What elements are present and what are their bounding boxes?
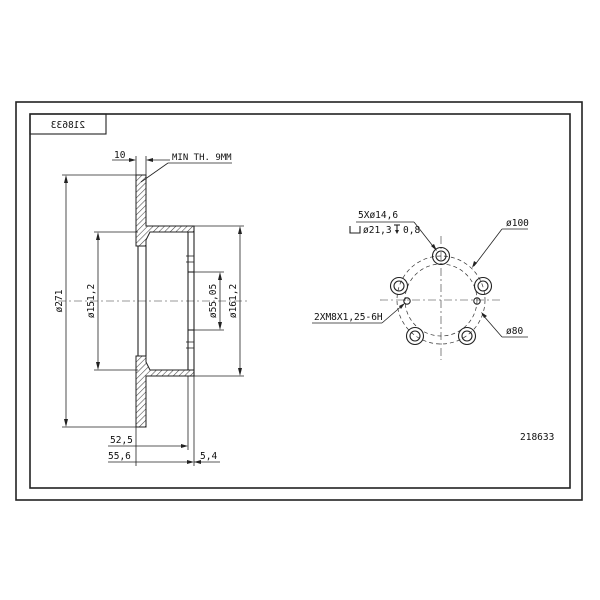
label-counterbore: ø21,3 [363, 225, 392, 236]
arrow-55-top [218, 272, 222, 280]
title-block-box [29, 113, 107, 135]
title-block: 218633 [29, 113, 107, 135]
label-161-2: ø161,2 [228, 284, 239, 318]
dim-100-leader [473, 228, 503, 267]
thread-hole-right [473, 297, 481, 305]
bolt-hole-lower-right [457, 326, 477, 346]
label-min-thickness: MIN TH. 9MM [172, 153, 232, 163]
label-dim-80: ø80 [506, 326, 523, 337]
arrow-dim-100 [472, 261, 477, 268]
arrow-52-5 [181, 444, 188, 448]
arrow-271-top [64, 175, 68, 183]
label-55-6: 55,6 [108, 451, 131, 462]
arrow-thread-spec [399, 303, 405, 309]
label-151-2: ø151,2 [86, 284, 97, 318]
bolt-circle-100 [396, 255, 486, 345]
arrow-151-bottom [96, 362, 100, 370]
arrow-161-bottom [238, 368, 242, 376]
label-10: 10 [114, 150, 126, 161]
label-dim-100: ø100 [506, 218, 529, 229]
min-th-leader [140, 162, 169, 183]
arrow-55-6 [187, 460, 194, 464]
arrow-10-right [146, 158, 153, 162]
label-counterbore-depth: 0,8 [403, 225, 420, 236]
counterbore-symbol [349, 226, 361, 234]
arrow-55-bottom [218, 322, 222, 330]
arrow-holes-spec [431, 244, 437, 251]
front-view: 5Xø14,6 ø21,3 0,8 ø100 2XM8X1,25-6H ø80 [312, 210, 529, 360]
bolt-hole-upper-right [473, 276, 493, 296]
label-52-5: 52,5 [110, 435, 133, 446]
disc-section-lower [135, 355, 195, 428]
inner-frame [29, 113, 571, 489]
bolt-hole-lower-left [405, 326, 425, 346]
outer-frame [15, 101, 583, 501]
arrow-dim-80 [481, 312, 487, 318]
side-view: ø271 ø151,2 ø55,05 ø161,2 10 MIN TH. 9MM [54, 150, 250, 466]
label-5-4: 5,4 [200, 451, 217, 462]
arrow-161-top [238, 226, 242, 234]
thread-hole-left [403, 297, 411, 305]
mirrored-part-number: 218633 [51, 120, 85, 131]
depth-symbol [394, 224, 400, 234]
bolt-hole-top [431, 246, 451, 266]
arrow-151-top [96, 232, 100, 240]
part-number-label: 218633 [520, 432, 554, 443]
label-271: ø271 [54, 289, 65, 312]
dim-80-leader [481, 313, 503, 338]
arrow-10-left [129, 158, 136, 162]
label-thread-spec: 2XM8X1,25-6H [314, 312, 383, 323]
label-55-05: ø55,05 [208, 284, 219, 318]
label-holes-spec: 5Xø14,6 [358, 210, 398, 221]
arrow-5-4 [194, 460, 201, 464]
bolt-hole-upper-left [389, 276, 409, 296]
arrow-271-bottom [64, 419, 68, 427]
disc-section-upper [135, 174, 195, 247]
